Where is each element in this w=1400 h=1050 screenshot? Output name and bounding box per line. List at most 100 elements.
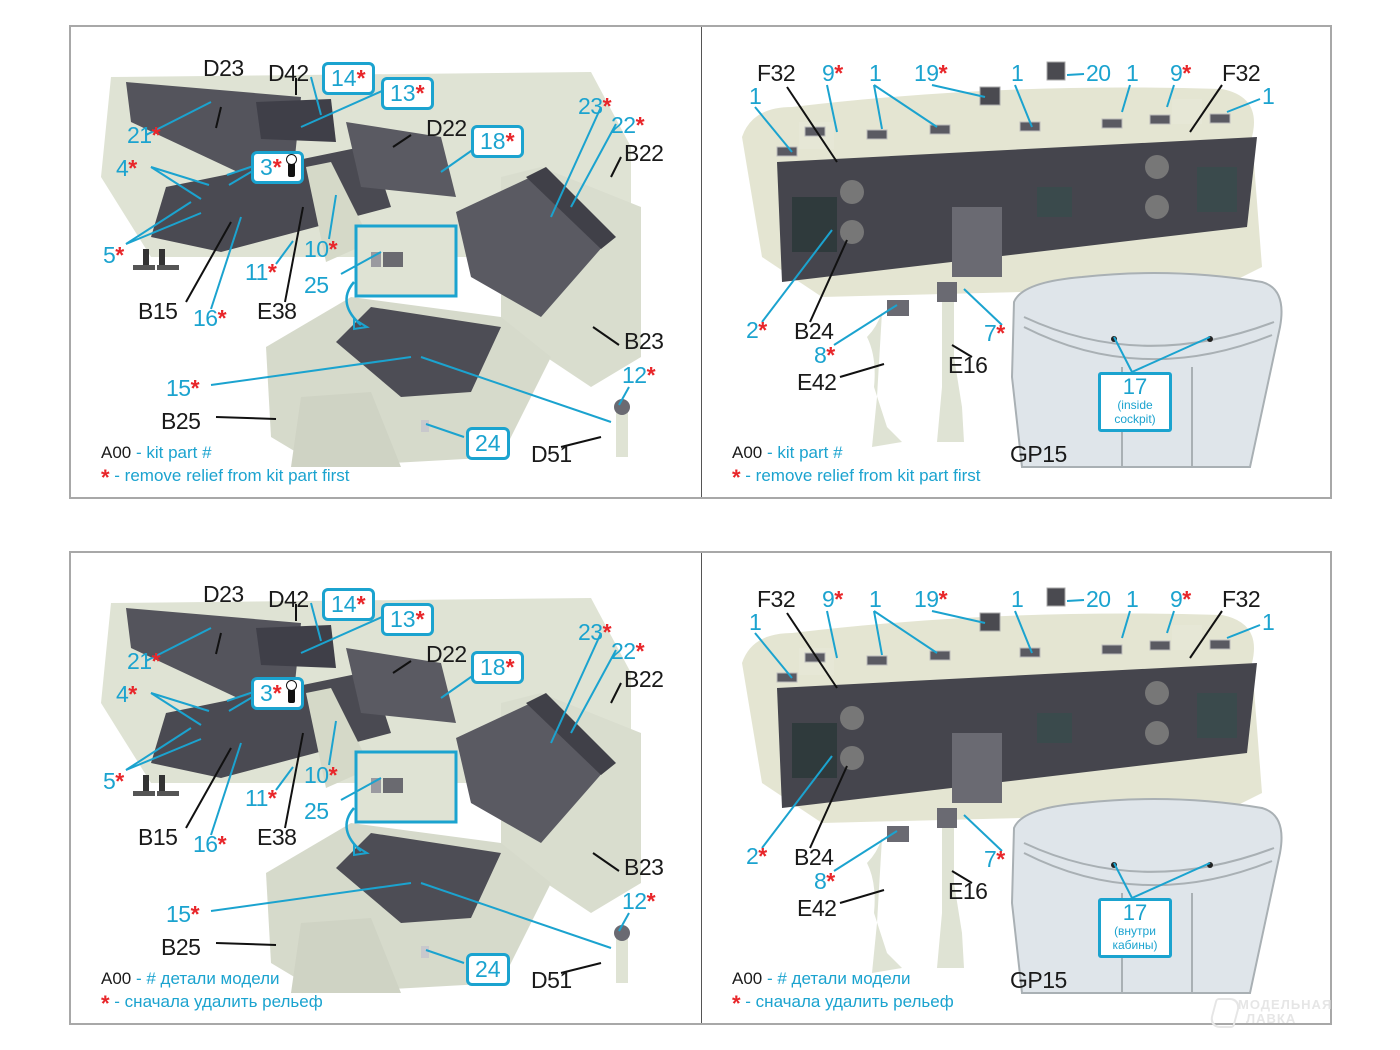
relief-star-icon: * xyxy=(115,242,124,268)
relief-star-icon: * xyxy=(646,888,656,914)
leader-line xyxy=(328,194,337,240)
pe-part-label: 1 xyxy=(749,83,762,109)
relief-star-icon: * xyxy=(128,155,137,181)
pe-part-label: 1 xyxy=(1262,83,1275,109)
relief-star-icon: * xyxy=(101,991,110,1016)
instrument-panel-2 xyxy=(777,663,1257,808)
leader-line xyxy=(420,882,612,949)
relief-star-icon: * xyxy=(505,128,515,154)
pedal-icon xyxy=(143,249,149,267)
leader-line xyxy=(215,416,277,420)
panel-d42 xyxy=(256,625,336,668)
pe-part-label: 22* xyxy=(611,112,645,138)
leader-line xyxy=(1014,610,1033,654)
leader-line xyxy=(1226,98,1261,113)
relief-star-icon: * xyxy=(646,362,656,388)
pe-part-label: 2* xyxy=(746,317,767,343)
pe-part-label: 21* xyxy=(127,122,161,148)
boxed-pe-label: 24 xyxy=(466,953,510,986)
pe-part-label: 16* xyxy=(193,305,227,331)
leader-line xyxy=(931,84,986,98)
leader-line xyxy=(951,870,973,884)
leader-line xyxy=(550,632,602,744)
leader-line xyxy=(145,101,212,136)
instrument-panel-2 xyxy=(777,137,1257,282)
leader-line xyxy=(592,326,620,346)
leader-line xyxy=(1066,73,1085,76)
relief-star-icon: * xyxy=(996,320,1005,346)
relief-star-icon: * xyxy=(328,236,338,262)
relief-star-icon: * xyxy=(938,586,948,612)
lever-icon xyxy=(285,154,297,177)
watermark-line-2: ЛАВКА xyxy=(1246,1011,1297,1026)
relief-star-icon: * xyxy=(415,606,425,632)
kit-part-label: E42 xyxy=(797,369,837,395)
center-switch-block xyxy=(952,733,1002,803)
pe-part-label: 4* xyxy=(116,155,137,181)
pe-part-label: 11* xyxy=(245,785,277,811)
part-f32-right xyxy=(1172,99,1202,124)
relief-star-icon: * xyxy=(272,154,282,180)
relief-star-icon: * xyxy=(834,586,843,612)
kit-part-label: D51 xyxy=(531,967,572,993)
leader-line xyxy=(425,423,465,438)
kit-part-label: B22 xyxy=(624,140,664,166)
relief-star-icon: * xyxy=(415,80,425,106)
panel-d42 xyxy=(256,99,336,142)
leader-line xyxy=(826,610,838,659)
relief-star-icon: * xyxy=(996,846,1005,872)
center-switch-block xyxy=(952,207,1002,277)
leader-line xyxy=(275,240,294,265)
leader-line xyxy=(610,682,622,704)
watermark-line-1: МОДЕЛЬНАЯ xyxy=(1238,997,1333,1012)
pe-part-label: 1 xyxy=(1126,60,1139,86)
leader-line xyxy=(1189,84,1223,133)
watermark: МОДЕЛЬНАЯ ЛАВКА xyxy=(1207,997,1333,1028)
leader-line xyxy=(873,84,883,130)
pe-part-label: 20 xyxy=(1086,586,1111,612)
kit-part-label: B23 xyxy=(624,328,664,354)
pe-part-label: 22* xyxy=(611,638,645,664)
kit-part-label: B22 xyxy=(624,666,664,692)
pe-part-label: 4* xyxy=(116,681,137,707)
pedal-icon xyxy=(143,775,149,793)
leader-line xyxy=(420,356,612,423)
pe-part-label: 1 xyxy=(1262,609,1275,635)
leader-line xyxy=(809,765,848,849)
kit-part-label: B23 xyxy=(624,854,664,880)
pe-part-label: 9* xyxy=(822,586,843,612)
leader-line xyxy=(1131,862,1211,899)
leader-line xyxy=(1226,624,1261,639)
stick-d51 xyxy=(616,409,628,457)
leader-line xyxy=(873,610,938,654)
kit-part-label: E38 xyxy=(257,298,297,324)
stand-e16 xyxy=(937,828,964,968)
relief-star-icon: * xyxy=(151,122,161,148)
panel-15 xyxy=(336,307,501,397)
pe-part-label: 5* xyxy=(103,242,124,268)
panel-22 xyxy=(526,167,616,249)
leader-line xyxy=(150,692,202,726)
boxed-pe-label: 18* xyxy=(471,651,524,684)
leader-line xyxy=(185,747,232,829)
leader-line xyxy=(125,727,192,771)
stand-e42 xyxy=(867,312,902,447)
pe-part-label: 23* xyxy=(578,93,612,119)
leader-line xyxy=(284,206,304,303)
canopy-gp15 xyxy=(1010,272,1283,468)
relief-star-icon: * xyxy=(938,60,948,86)
panel-d22 xyxy=(346,122,456,197)
leader-line xyxy=(610,156,622,178)
relief-star-icon: * xyxy=(272,680,282,706)
pe-part-label: 9* xyxy=(822,60,843,86)
kit-part-label: GP15 xyxy=(1010,441,1067,467)
leader-line xyxy=(550,106,602,218)
relief-star-icon: * xyxy=(190,901,200,927)
kit-part-label: F32 xyxy=(757,60,796,86)
leader-line xyxy=(340,251,382,275)
pe-part-label: 12* xyxy=(622,888,656,914)
leader-line xyxy=(1121,84,1131,113)
